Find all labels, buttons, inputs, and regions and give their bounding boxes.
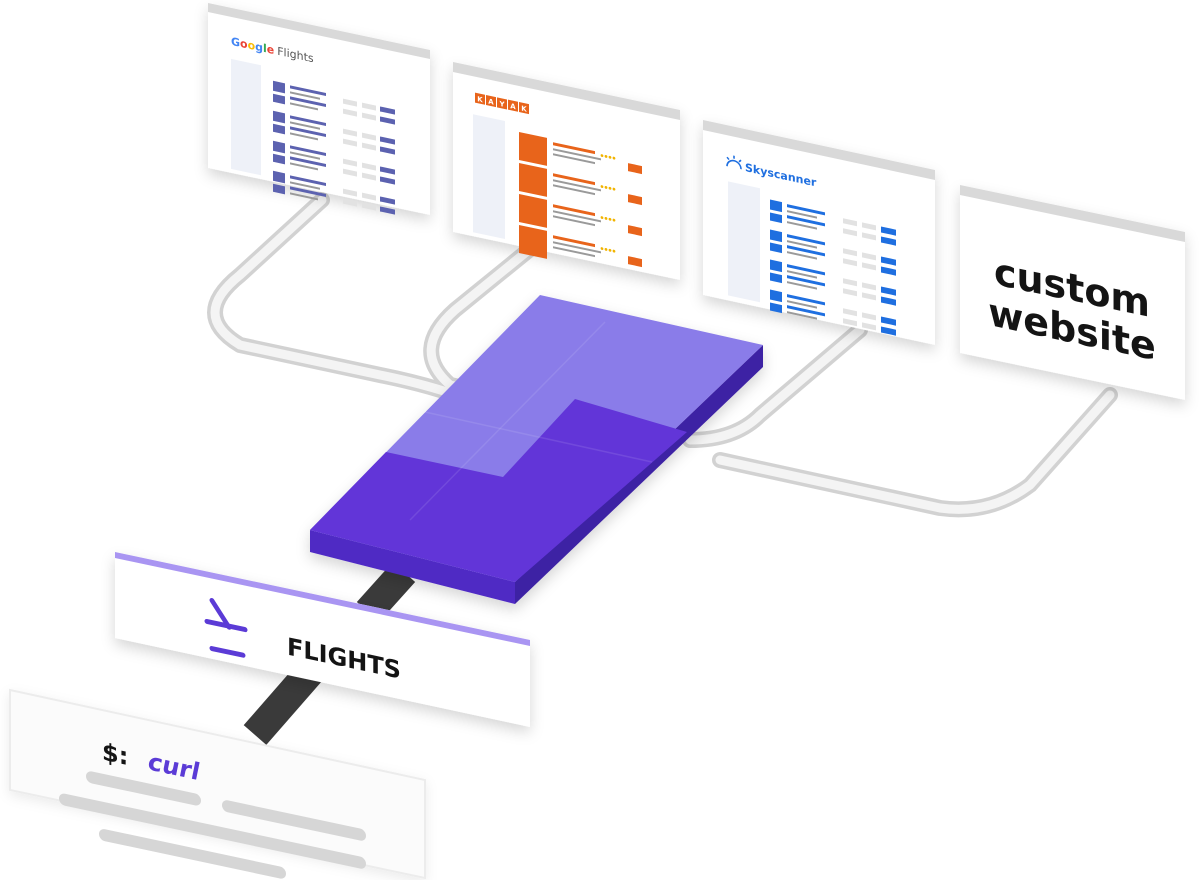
result-row bbox=[770, 229, 896, 276]
kayak-logo-box bbox=[497, 97, 507, 110]
google-flights-results bbox=[273, 80, 395, 215]
result-row bbox=[273, 170, 395, 215]
skyscanner-sidebar bbox=[728, 181, 760, 303]
skyscanner-results bbox=[770, 199, 896, 336]
kayak-logo-box bbox=[475, 92, 485, 105]
result-row bbox=[770, 259, 896, 306]
google-flights-sidebar bbox=[231, 58, 261, 176]
result-row bbox=[273, 110, 395, 155]
kayak-results bbox=[519, 131, 642, 268]
pipe-custom bbox=[712, 387, 1118, 518]
result-row bbox=[519, 193, 642, 237]
custom-website-card bbox=[960, 185, 1185, 400]
kayak-logo-box bbox=[508, 99, 518, 112]
google-flights-card bbox=[208, 3, 430, 215]
result-row bbox=[770, 289, 896, 336]
result-row bbox=[519, 131, 642, 175]
hub-edge-front bbox=[310, 530, 515, 604]
result-row bbox=[519, 162, 642, 206]
hub-top-dark bbox=[310, 399, 687, 582]
hub-edge-right bbox=[515, 345, 763, 604]
kayak-logo-letter: A bbox=[510, 101, 516, 111]
kayak-logo-letter: A bbox=[488, 97, 494, 107]
flights-card bbox=[115, 552, 530, 727]
kayak-logo-box bbox=[519, 101, 529, 115]
curl-card bbox=[9, 688, 426, 880]
skyscanner-sunrise-icon bbox=[726, 155, 742, 170]
kayak-card bbox=[453, 62, 680, 280]
curl-prompt: $: bbox=[102, 737, 128, 771]
curl-content: $: curl bbox=[59, 737, 366, 879]
kayak-logo-letter: K bbox=[521, 104, 527, 114]
kayak-sidebar bbox=[473, 114, 505, 240]
kayak-logo-letter: Y bbox=[498, 99, 505, 109]
result-row bbox=[770, 199, 896, 246]
result-row bbox=[273, 80, 395, 125]
plane-departure-icon bbox=[204, 598, 248, 658]
skyscanner-card bbox=[703, 120, 935, 345]
result-row bbox=[519, 224, 642, 268]
result-row bbox=[273, 140, 395, 185]
request-pipe bbox=[243, 561, 416, 745]
kayak-logo-box bbox=[486, 94, 496, 108]
api-hub bbox=[310, 295, 763, 604]
curl-output-lines bbox=[59, 771, 366, 879]
kayak-logo-letter: K bbox=[477, 94, 483, 104]
